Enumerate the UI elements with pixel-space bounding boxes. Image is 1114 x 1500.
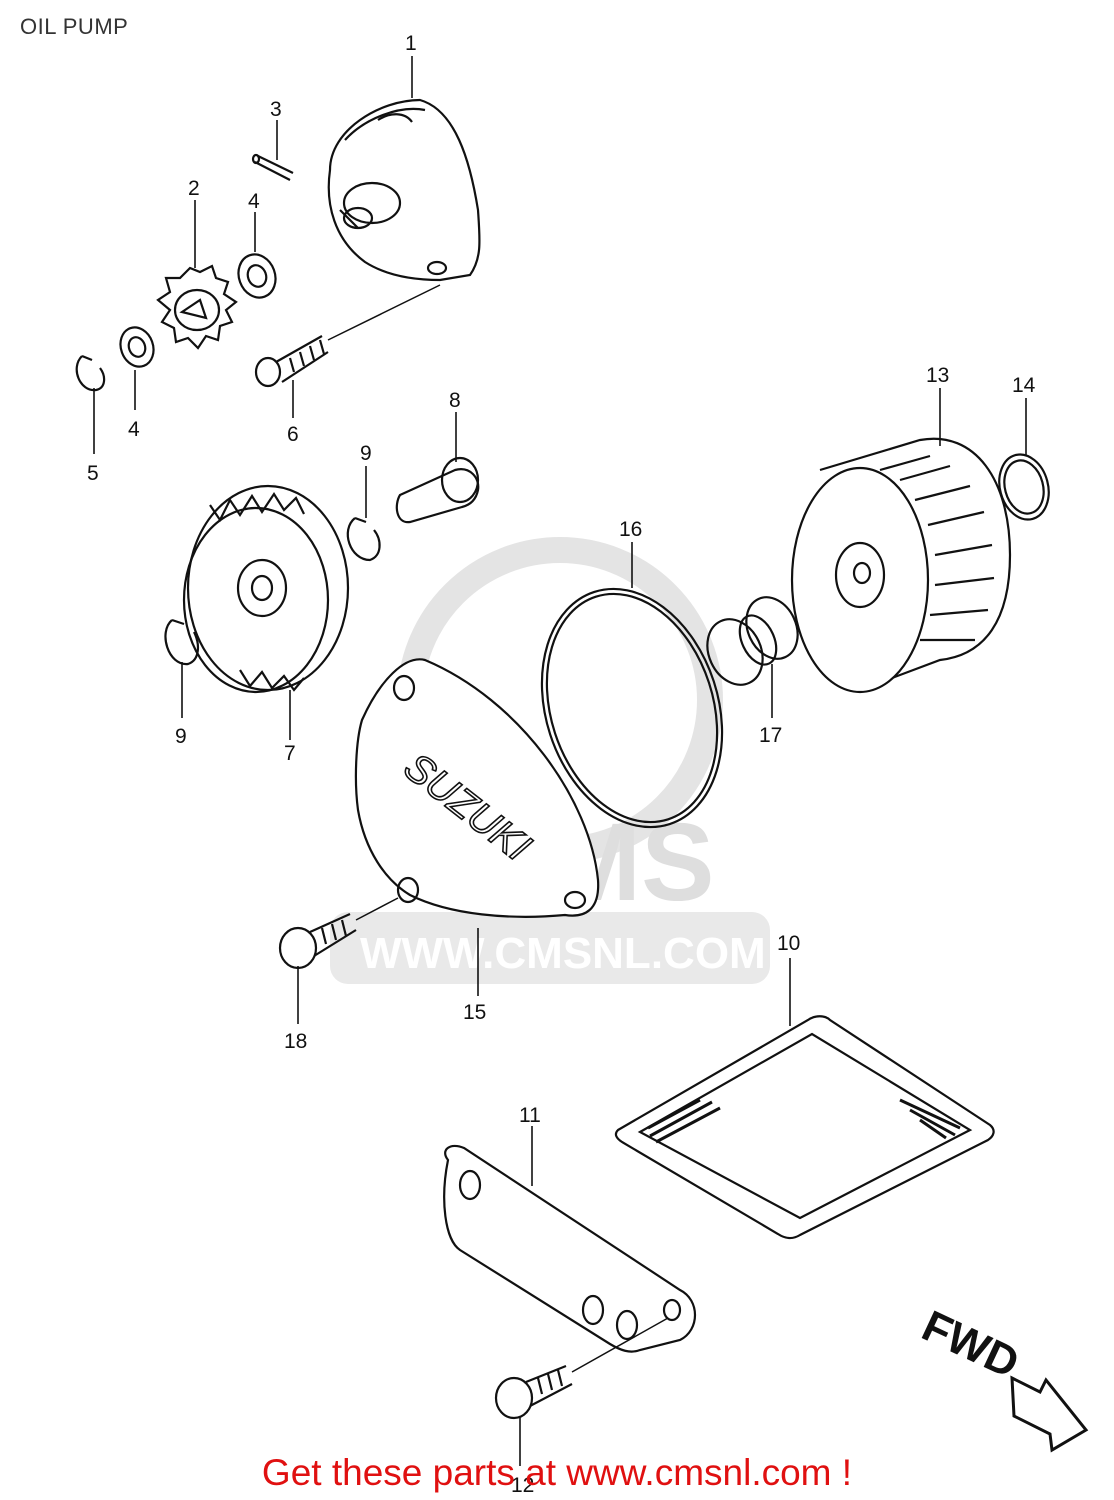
- oil-pump-cap: [395, 456, 480, 524]
- callout-7: 7: [284, 742, 296, 765]
- callout-18: 18: [284, 1030, 307, 1053]
- leader-lines: [93, 56, 1027, 1466]
- callout-5: 5: [87, 462, 99, 485]
- callout-17: 17: [759, 724, 782, 747]
- footer-parts-link[interactable]: Get these parts at www.cmsnl.com !: [261, 1452, 853, 1493]
- forward-direction-label: FWD: [915, 1301, 1027, 1388]
- oil-pump-driven-gear: [182, 484, 350, 694]
- watermark-url-text: WWW.CMSNL.COM: [360, 929, 766, 978]
- oil-pump-housing: [327, 98, 481, 282]
- oil-filter-o-ring: [998, 453, 1050, 521]
- callout-4a: 4: [248, 190, 260, 213]
- circlip-middle: [346, 516, 381, 562]
- callout-1: 1: [405, 32, 417, 55]
- callout-3: 3: [270, 98, 282, 121]
- page-title: OIL PUMP: [20, 14, 129, 39]
- forward-direction-indicator: [1010, 1375, 1089, 1453]
- washer-lower: [119, 326, 155, 368]
- callout-2: 2: [188, 177, 200, 200]
- screw: [254, 284, 441, 388]
- callout-12: 12: [511, 1474, 534, 1497]
- callout-labels: 1 2 3 4 4 5 6 8 9 9 7 13 14 16 17 10 15 …: [87, 32, 1036, 1497]
- callout-6: 6: [287, 423, 299, 446]
- strainer-plate: [614, 1015, 995, 1240]
- circlip-upper: [75, 354, 106, 392]
- washer-upper: [237, 253, 277, 299]
- callout-4b: 4: [128, 418, 140, 441]
- oil-filter-spring-rings: [706, 596, 799, 686]
- callout-11: 11: [519, 1104, 541, 1127]
- oil-filter-cover: SUZUKI: [354, 658, 600, 918]
- oil-pump-rotor: [156, 264, 238, 350]
- callout-9b: 9: [175, 725, 187, 748]
- callout-14: 14: [1012, 374, 1036, 397]
- callout-10: 10: [777, 932, 800, 955]
- callout-8: 8: [449, 389, 461, 412]
- oil-filter: [790, 437, 1012, 694]
- circlip-lower: [164, 618, 200, 666]
- bracket-plate: [443, 1144, 696, 1353]
- callout-13: 13: [926, 364, 949, 387]
- callout-9a: 9: [360, 442, 372, 465]
- callout-15: 15: [463, 1001, 486, 1024]
- dowel-pin: [251, 153, 294, 181]
- bracket-bolt: [494, 1317, 669, 1420]
- cover-o-ring: [540, 587, 724, 829]
- callout-16: 16: [619, 518, 642, 541]
